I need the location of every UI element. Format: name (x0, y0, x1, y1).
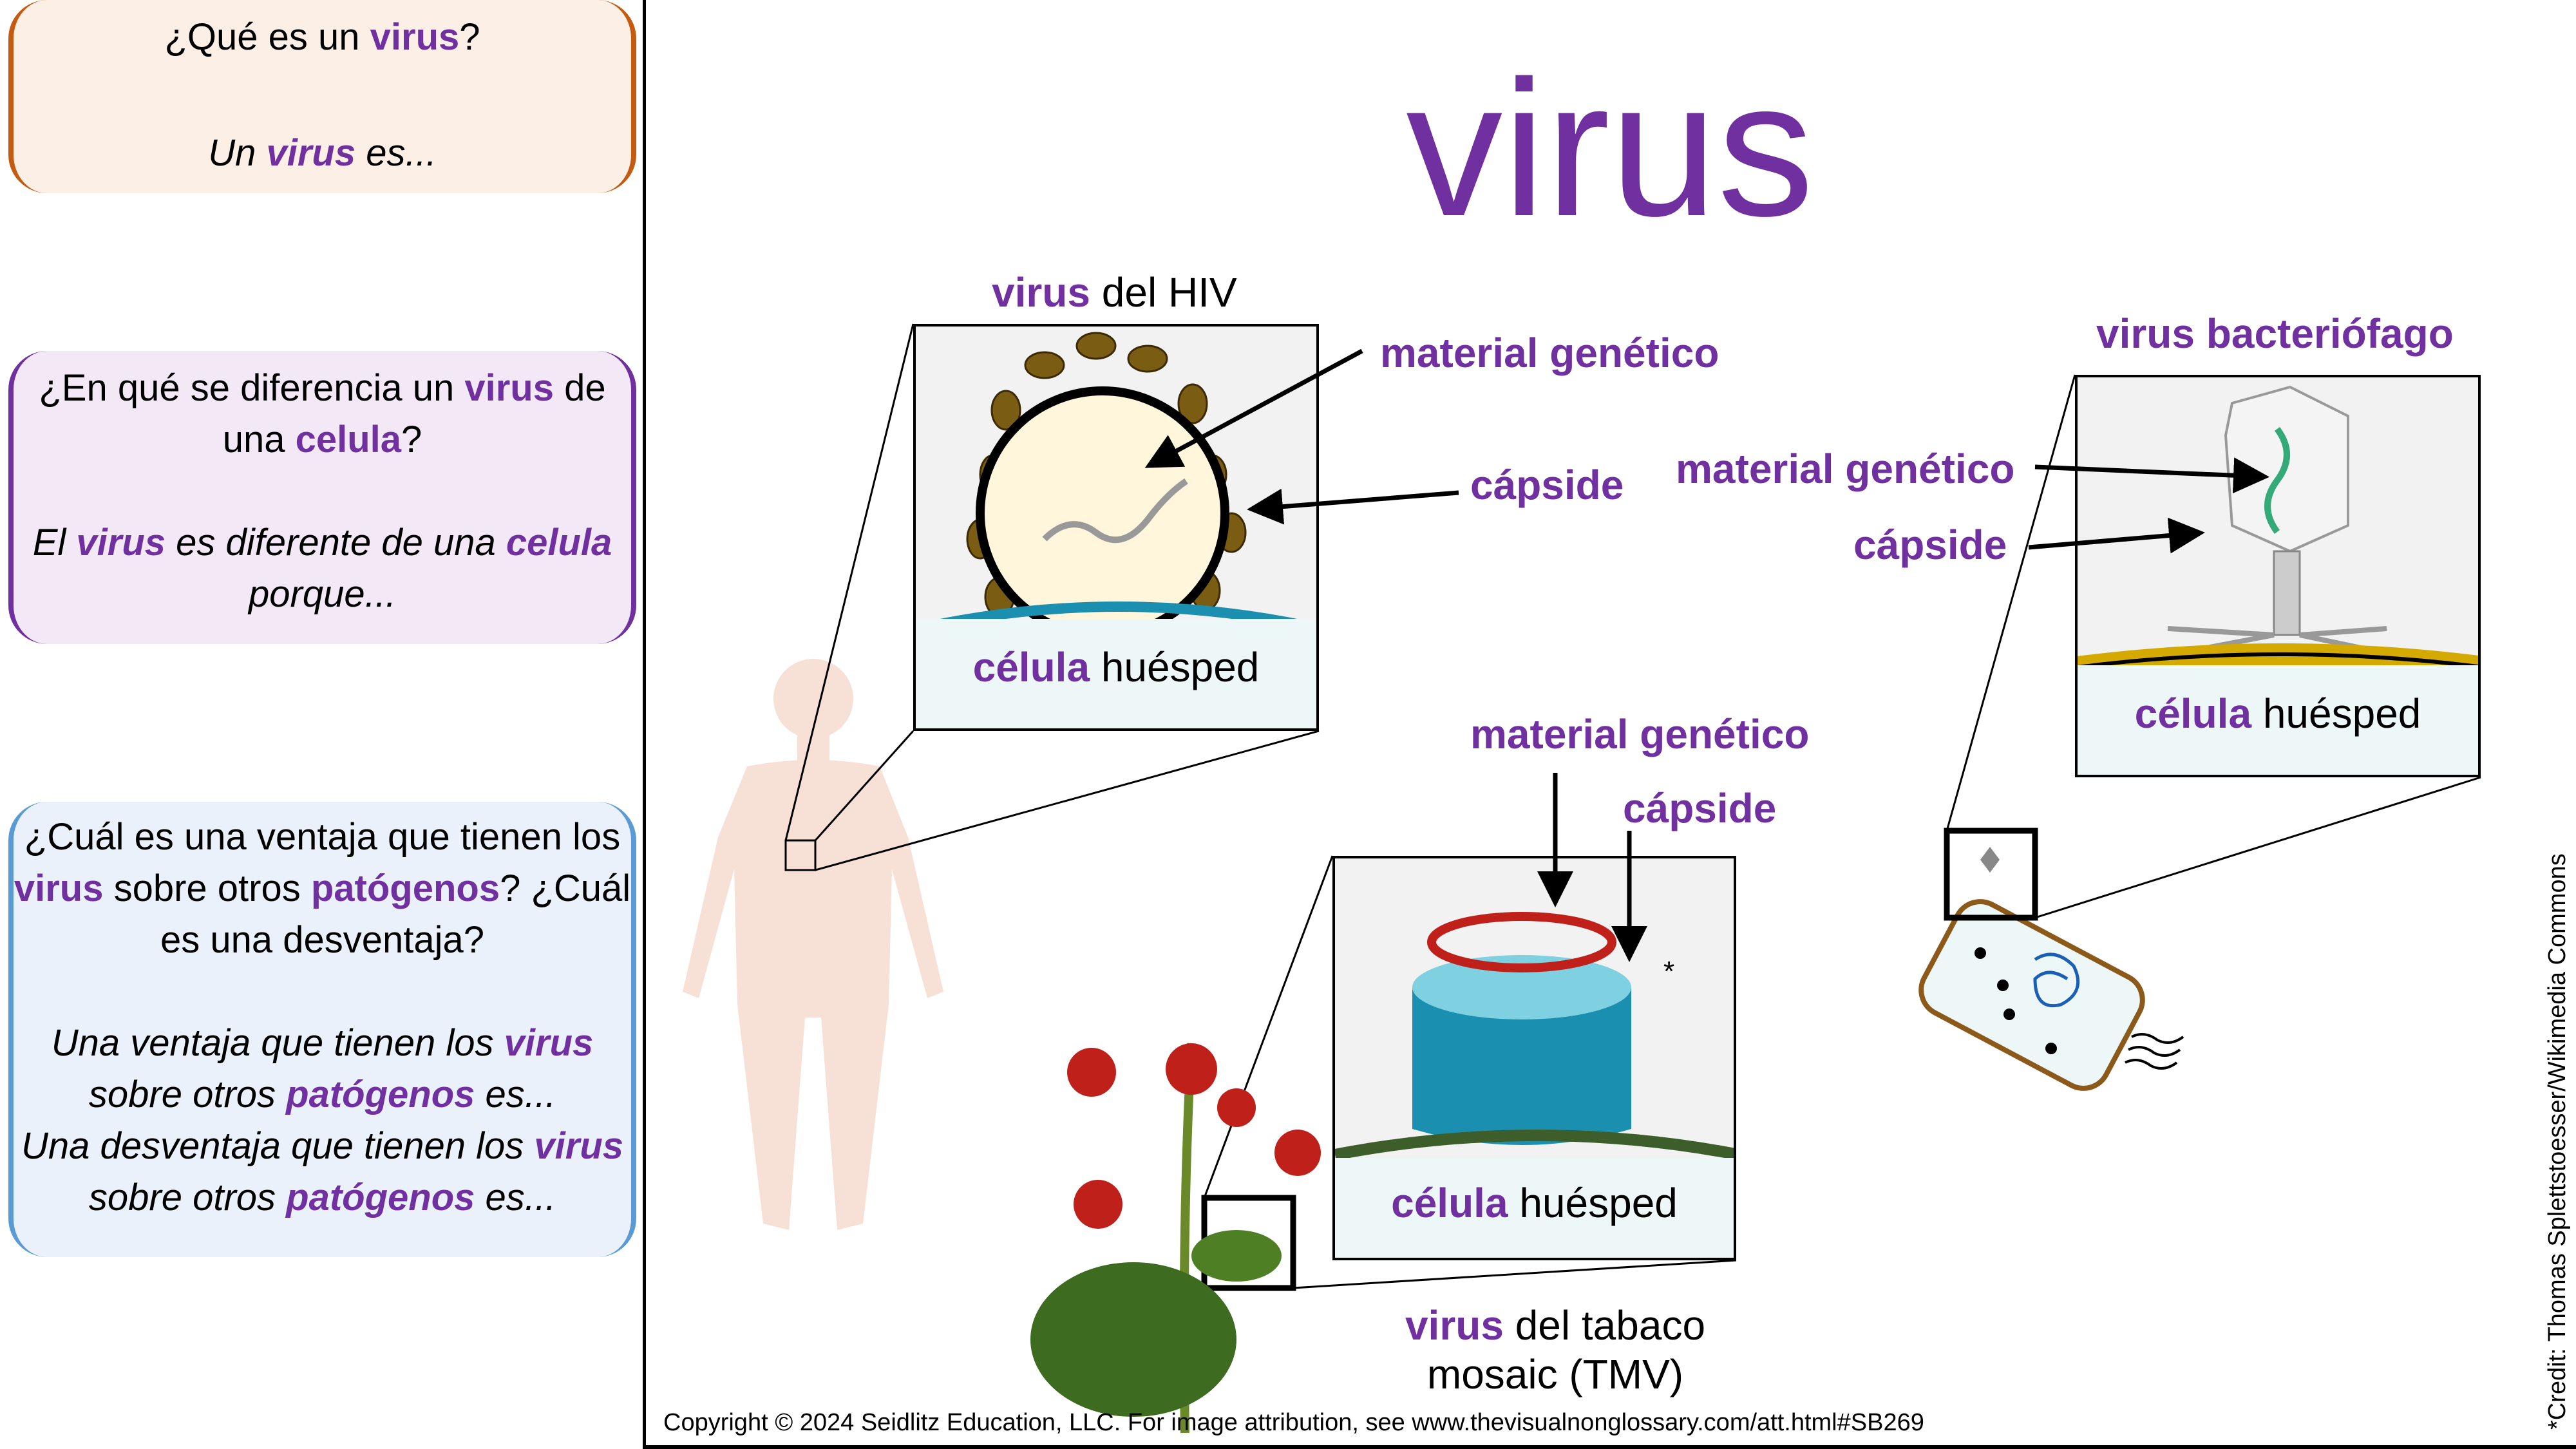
human-silhouette (683, 659, 943, 1230)
phage-zoom-box: célula huésped (2075, 375, 2481, 777)
text: ¿En qué se diferencia un (39, 367, 465, 409)
tobacco-plant (1030, 1043, 1321, 1434)
question-box-virus-vs-cell: ¿En qué se diferencia un virus de una ce… (8, 351, 636, 644)
tmv-genetic-material-label: material genético (1470, 711, 1810, 757)
text: Una ventaja que tienen los (51, 1022, 504, 1064)
zoom-lines-hiv (784, 323, 1320, 871)
copyright-text: Copyright © 2024 Seidlitz Education, LLC… (663, 1409, 1924, 1436)
text: ? (459, 16, 480, 58)
keyword: virus (266, 132, 356, 174)
zoom-lines-phage (1946, 374, 2481, 919)
keyword: virus (464, 367, 554, 409)
illustration-panel (643, 0, 2576, 1449)
bacteriophage-illustration (2078, 385, 2478, 678)
keyword: celula (506, 522, 612, 564)
image-credit: *Credit: Thomas Splettstoesser/Wikimedia… (2544, 853, 2571, 1430)
sentence-stem: El virus es diferente de una celula porq… (14, 517, 631, 620)
bacterium (1918, 828, 2184, 1091)
text: huésped (2251, 690, 2421, 737)
text: es... (355, 132, 437, 174)
keyword: patógenos (286, 1074, 475, 1115)
text: sobre otros (88, 1177, 287, 1218)
hiv-heading: virus del HIV (992, 268, 1237, 317)
hiv-genetic-material-label: material genético (1380, 330, 1719, 376)
text: ¿Cuál es una ventaja que tienen los (24, 816, 621, 858)
host-cell-label: célula huésped (1335, 1158, 1734, 1258)
keyword: patógenos (286, 1177, 475, 1218)
page-title: virus (1406, 40, 1814, 256)
keyword: virus (992, 269, 1090, 316)
sentence-stem: Una ventaja que tienen los virus sobre o… (14, 1018, 631, 1121)
text: porque... (249, 573, 396, 615)
text: huésped (1508, 1180, 1678, 1226)
text: huésped (1090, 644, 1260, 690)
phage-heading: virus bacteriófago (2096, 310, 2454, 357)
question-text: ¿Qué es un virus? (14, 12, 631, 63)
text: ? ¿Cuál es una desventaja? (160, 867, 631, 961)
keyword: virus (1405, 1302, 1504, 1349)
asterisk: * (1663, 956, 1674, 987)
keyword: virus (76, 522, 166, 564)
text: ¿Qué es un (164, 16, 370, 58)
text: es diferente de una (166, 522, 506, 564)
question-text: ¿En qué se diferencia un virus de una ce… (14, 363, 631, 466)
text: Una desventaja que tienen los (21, 1125, 535, 1167)
text: de una (222, 367, 606, 460)
keyword: celula (295, 419, 402, 460)
text: es... (475, 1074, 556, 1115)
hiv-zoom-box: célula huésped (913, 324, 1319, 731)
text: del HIV (1090, 269, 1237, 316)
text: del tabaco (1503, 1302, 1706, 1349)
keyword: patógenos (310, 867, 500, 909)
text: mosaic (TMV) (1426, 1351, 1684, 1397)
question-box-advantage: ¿Cuál es una ventaja que tienen los viru… (8, 802, 636, 1257)
text: ? (401, 419, 422, 460)
host-cell-label: célula huésped (916, 619, 1316, 728)
text: Un (208, 132, 267, 174)
phage-capsid-label: cápside (1853, 522, 2007, 568)
text: es... (475, 1177, 556, 1218)
hiv-capsid-label: cápside (1470, 462, 1624, 508)
keyword: célula (1391, 1180, 1508, 1226)
question-box-what-is-virus: ¿Qué es un virus? Un virus es... (8, 0, 636, 193)
tmv-zoom-box: * célula huésped (1332, 856, 1736, 1260)
text: El (32, 522, 77, 564)
host-cell-label: célula huésped (2078, 665, 2478, 775)
sentence-stem: Una desventaja que tienen los virus sobr… (14, 1121, 631, 1224)
tmv-capsid-label: cápside (1623, 785, 1777, 831)
keyword: célula (2134, 690, 2252, 737)
keyword: virus (370, 16, 460, 58)
keyword: virus (534, 1125, 624, 1167)
keyword: virus (504, 1022, 594, 1064)
text: sobre otros (88, 1074, 287, 1115)
phage-genetic-material-label: material genético (1676, 446, 2015, 492)
keyword: virus (14, 867, 104, 909)
keyword: célula (972, 644, 1090, 690)
question-text: ¿Cuál es una ventaja que tienen los viru… (14, 811, 631, 966)
sentence-stem: Un virus es... (14, 128, 631, 179)
text: sobre otros (103, 867, 311, 909)
